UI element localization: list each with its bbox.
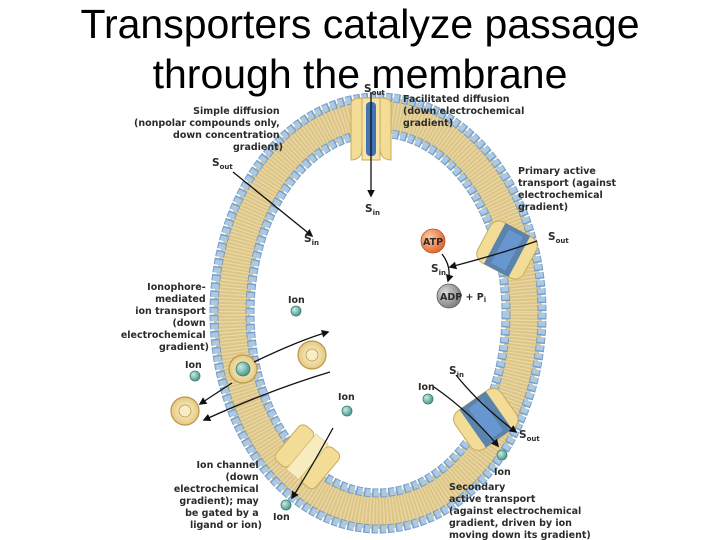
lipid-bilayer: [209, 92, 547, 534]
secondary-active-ion-arrow: [433, 386, 499, 448]
simple-s-in: Sin: [304, 233, 319, 247]
ion-label: Ion: [418, 382, 435, 393]
adp-pi-label: ADP + Pi: [440, 292, 486, 304]
ion-label: Ion: [185, 360, 202, 371]
secondary-s-in: Sin: [449, 365, 464, 379]
secondary-s-out: Sout: [519, 429, 540, 443]
ionophore-transport-label: Ionophore- mediated ion transport (down …: [121, 282, 209, 353]
ion-channel-arrow: [291, 427, 334, 500]
ion-particle: [341, 405, 353, 417]
ionophore-empty: [297, 340, 327, 370]
adp-molecule: ADP + Pi: [436, 283, 486, 309]
ionophore-inner: [228, 354, 258, 384]
primary-s-out: Sout: [548, 231, 569, 245]
ionophore-outer: [170, 396, 200, 426]
primary-s-in: Sin: [431, 263, 446, 277]
simple-diffusion-arrow: [232, 171, 314, 237]
atp-molecule: ATP: [420, 228, 446, 254]
atp-label: ATP: [423, 237, 443, 248]
facilitated-s-in: Sin: [365, 203, 380, 217]
ion-label: Ion: [338, 392, 355, 403]
ionophore-outward-arrow: [198, 382, 233, 405]
ion-particle: [290, 305, 302, 317]
ion-particle: [189, 370, 201, 382]
transport-arrows: [198, 171, 538, 500]
simple-diffusion-label: Simple diffusion (nonpolar compounds onl…: [134, 106, 283, 153]
ion-particle: [280, 499, 292, 511]
secondary-active-transport-label: Secondary active transport (against elec…: [449, 482, 591, 540]
facilitated-diffusion-label: Facilitated diffusion (down electrochemi…: [403, 94, 528, 129]
simple-s-out: Sout: [212, 157, 233, 171]
atp-hydrolysis-arrow: [441, 253, 454, 283]
ionophore-return-arrow: [253, 329, 330, 363]
ion-particle: [496, 449, 508, 461]
ionophore-release-arrow: [202, 371, 331, 421]
outer-headgroups: [210, 93, 546, 533]
primary-active-transporter: [476, 220, 538, 280]
ion-channel-protein: [274, 424, 341, 490]
ion-particle: [422, 393, 434, 405]
secondary-active-substrate-arrow: [455, 374, 518, 433]
secondary-active-transporter: [453, 387, 519, 451]
ion-channel-label: Ion channel (down electrochemical gradie…: [174, 460, 262, 531]
ion-label: Ion: [288, 295, 305, 306]
primary-active-arrow: [448, 240, 538, 270]
ion-label: Ion: [273, 512, 290, 523]
facilitated-s-out: Sout: [364, 83, 385, 97]
primary-active-transport-label: Primary active transport (against electr…: [518, 166, 619, 213]
slide-title-line-2: through the membrane: [152, 51, 568, 97]
slide-title-line-1: Transporters catalyze passage: [80, 1, 640, 47]
facilitated-diffusion-transporter: [350, 92, 392, 198]
ion-label: Ion: [494, 467, 511, 478]
